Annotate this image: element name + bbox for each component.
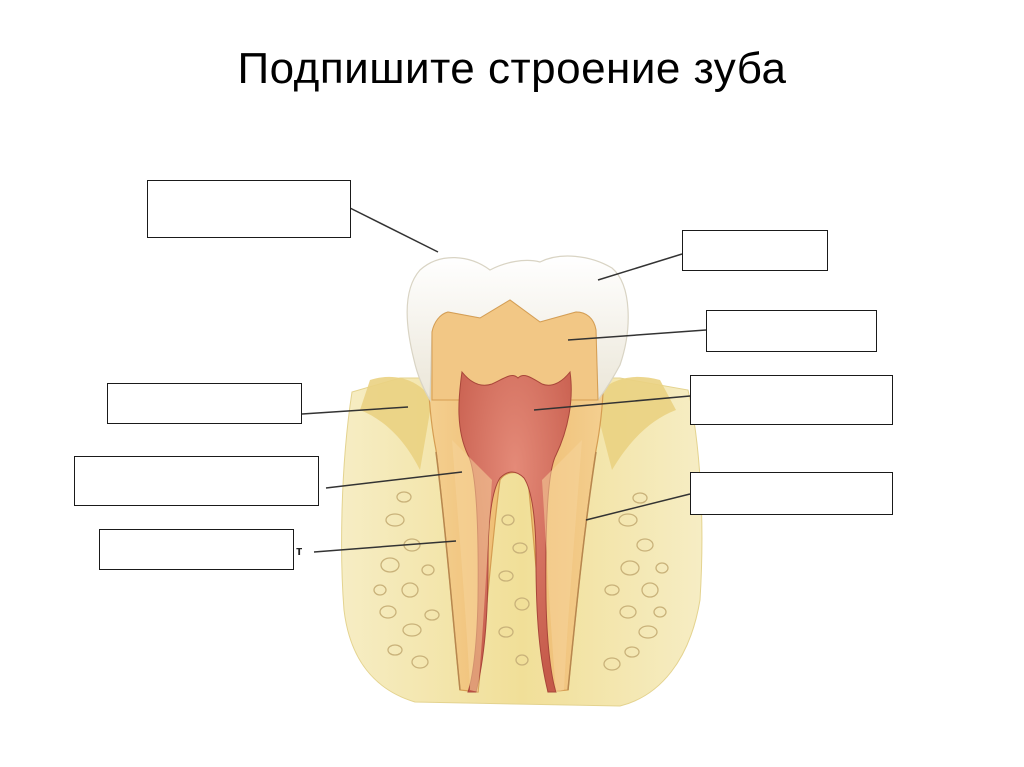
spongy-bone-middle bbox=[498, 514, 530, 666]
leader-line bbox=[533, 395, 691, 411]
label-box-cement[interactable] bbox=[99, 529, 294, 570]
leader-line bbox=[567, 329, 707, 341]
leader-line bbox=[585, 493, 691, 521]
label-box-dentin[interactable] bbox=[706, 310, 877, 352]
label-box-crown[interactable] bbox=[682, 230, 828, 271]
root-left bbox=[452, 440, 492, 692]
leader-line bbox=[313, 540, 457, 553]
spongy-bone-right bbox=[603, 492, 669, 671]
label-box-root[interactable] bbox=[74, 456, 319, 506]
cementum-right bbox=[567, 451, 597, 691]
page-title: Подпишите строение зуба bbox=[237, 44, 787, 93]
leader-lines bbox=[301, 207, 707, 553]
root-right bbox=[542, 440, 582, 692]
cementum-left bbox=[435, 451, 461, 691]
stray-letter: т bbox=[296, 543, 303, 558]
leader-line bbox=[597, 253, 683, 281]
leader-line bbox=[325, 471, 463, 489]
label-box-enamel[interactable] bbox=[147, 180, 351, 238]
gum-left bbox=[360, 376, 432, 470]
leader-line bbox=[349, 207, 439, 253]
leader-line bbox=[301, 406, 409, 415]
label-box-bone[interactable] bbox=[690, 472, 893, 515]
spongy-bone-left bbox=[373, 491, 440, 669]
dentin-crown bbox=[431, 299, 599, 401]
gum-right bbox=[594, 376, 676, 470]
label-box-pulp[interactable] bbox=[690, 375, 893, 425]
label-box-gum[interactable] bbox=[107, 383, 302, 424]
enamel bbox=[406, 255, 629, 403]
